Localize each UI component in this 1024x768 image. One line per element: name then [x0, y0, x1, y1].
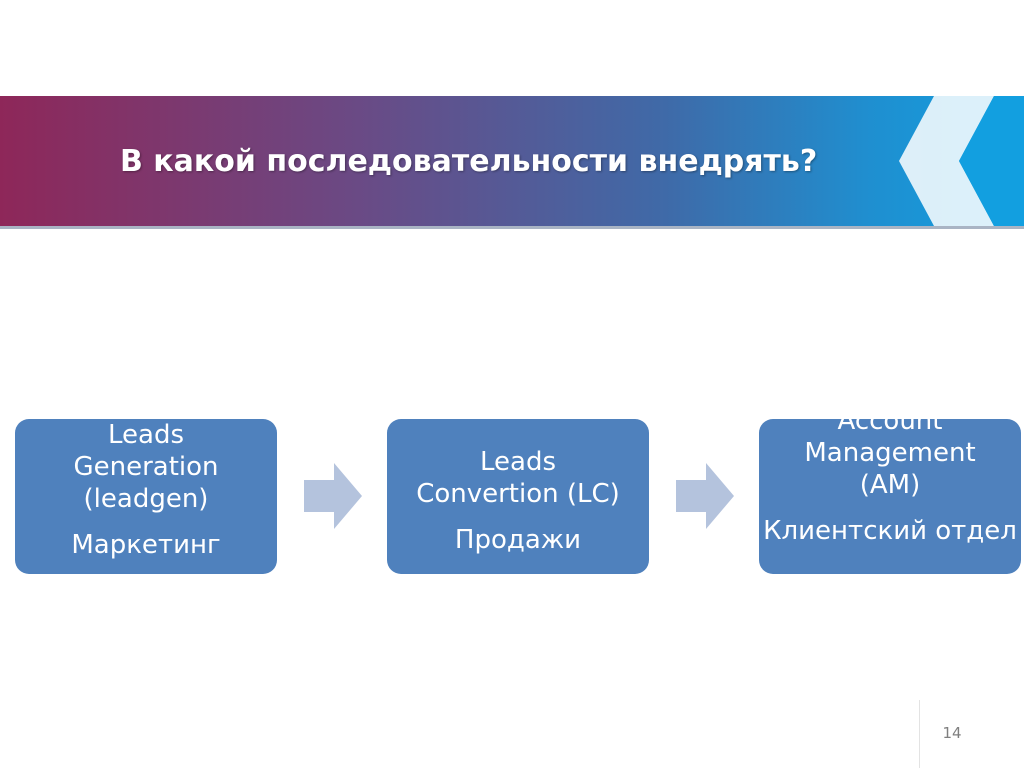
step-department: Маркетинг — [71, 530, 221, 560]
step-label-line: (AM) — [859, 470, 921, 500]
step-label-line: Convertion (LC) — [416, 479, 620, 509]
right-arrow-icon — [676, 463, 734, 529]
step-box-lead-conversion: Leads Convertion (LC) Продажи — [387, 419, 649, 574]
step-label-line: Leads — [479, 447, 556, 477]
step-label-line: Generation — [73, 452, 219, 482]
chevron-decoration-icon — [899, 96, 1024, 226]
step-department: Клиентский отдел — [763, 516, 1017, 546]
step-label-line: (leadgen) — [83, 484, 209, 514]
step-label-line: Account — [837, 419, 943, 436]
step-label-line: Management — [804, 438, 976, 468]
right-arrow-icon — [304, 463, 362, 529]
banner-underline — [0, 226, 1024, 229]
page-number: 14 — [942, 724, 962, 742]
step-box-leadgen: Leads Generation (leadgen) Маркетинг — [15, 419, 277, 574]
step-department: Продажи — [454, 525, 582, 555]
step-box-account-management: Account Management (AM) Клиентский отдел — [759, 419, 1021, 574]
page-number-divider — [919, 700, 920, 768]
title-banner — [0, 96, 1024, 226]
slide-title: В какой последовательности внедрять? — [120, 144, 818, 179]
step-label-line: Leads — [107, 420, 184, 450]
